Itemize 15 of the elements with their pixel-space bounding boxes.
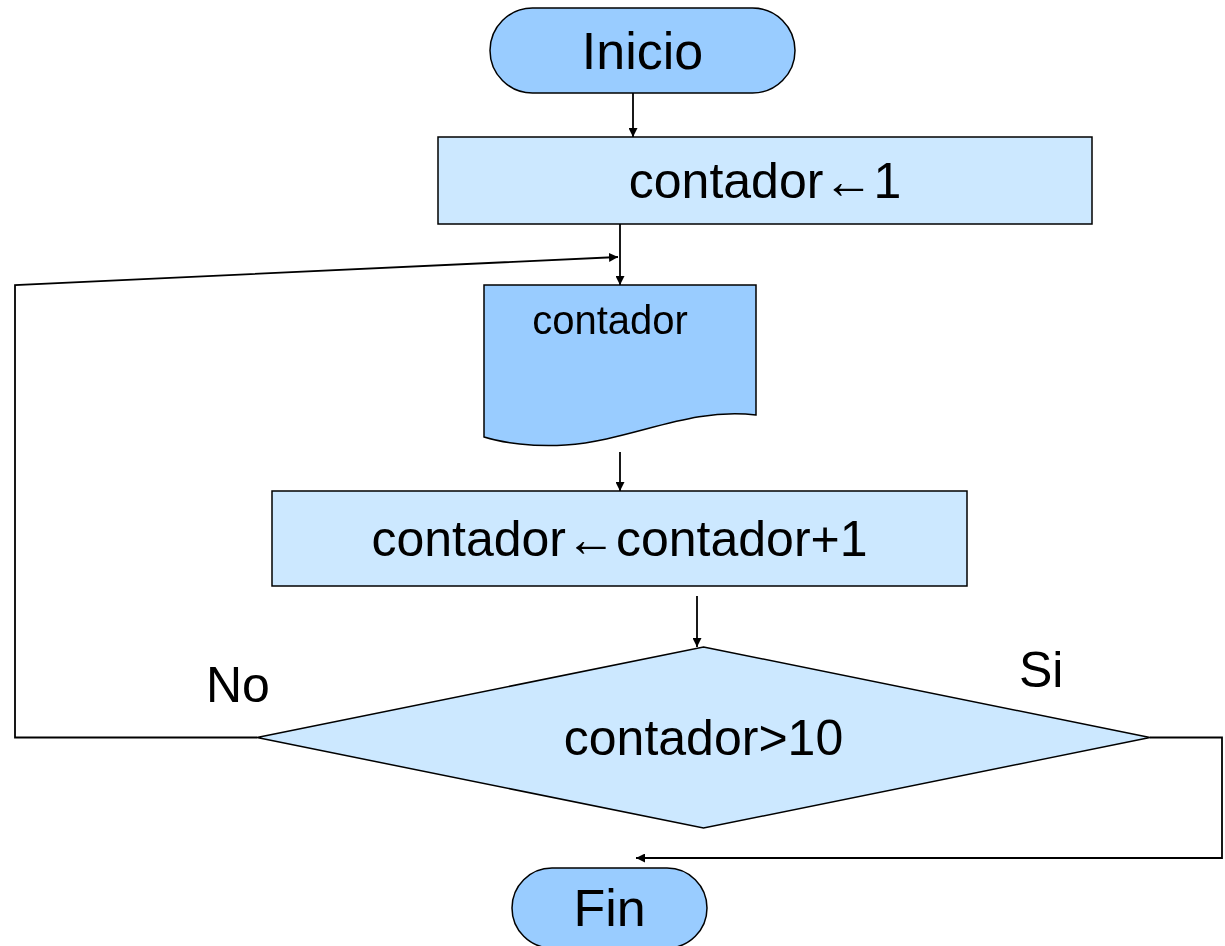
node-text: contador←1 (628, 155, 902, 206)
node-text: Fin (573, 882, 646, 934)
process-box (438, 137, 1092, 224)
output-document (484, 285, 756, 445)
node-text: Inicio (581, 24, 704, 77)
arrow (14, 252, 619, 739)
arrow (635, 736, 1223, 863)
arrow (615, 223, 625, 286)
node-text: contador←contador+1 (371, 513, 868, 564)
process-box (272, 491, 967, 586)
node-text: contador>10 (563, 712, 844, 763)
node-text: contador (532, 300, 688, 340)
arrow (692, 595, 702, 648)
arrow (628, 92, 638, 138)
arrow (615, 451, 625, 492)
